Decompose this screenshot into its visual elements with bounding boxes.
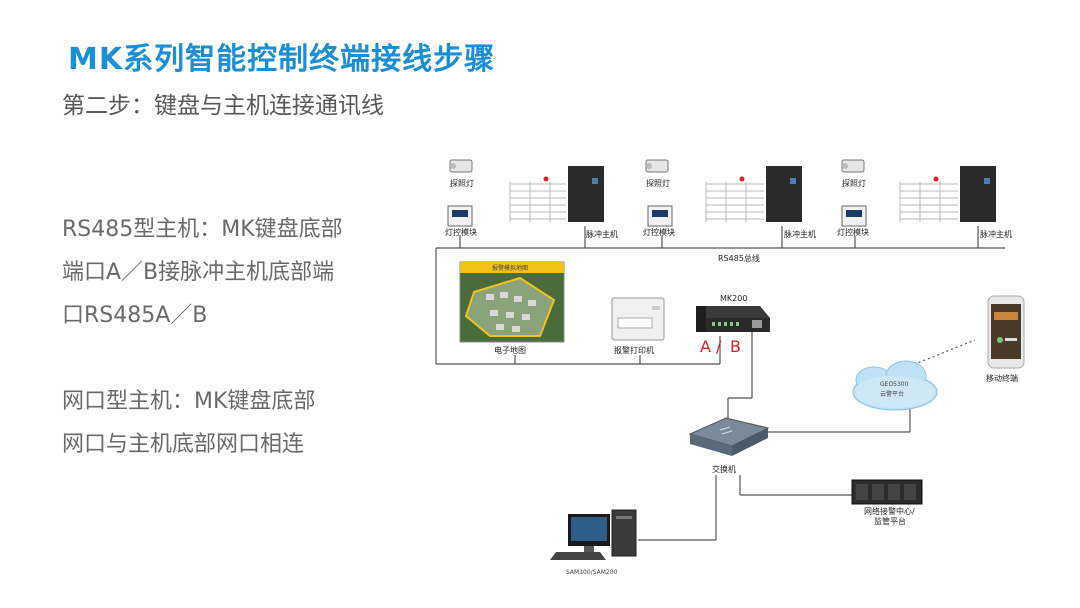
pulse-host-1 [568, 166, 604, 222]
lamp-module-label-1: 灯控模块 [445, 227, 477, 237]
port-a-label: A [700, 337, 711, 356]
field-unit-2: 探照灯 灯控模块 脉冲主机 [643, 159, 816, 239]
connection-lines [435, 226, 1005, 541]
page-title: MK系列智能控制终端接线步骤 [68, 42, 496, 77]
lamp-module-label-2: 灯控模块 [643, 227, 675, 237]
cloud-label-1: GEO5300 [880, 381, 909, 388]
network-switch [688, 417, 770, 456]
pulse-fence-3 [899, 182, 958, 222]
mobile-wireless-link [899, 339, 976, 371]
pulse-host-2 [766, 166, 802, 222]
switch-label: 交换机 [712, 464, 736, 474]
lamp-control-module-1 [447, 205, 473, 227]
center-label-2: 监管平台 [874, 516, 906, 526]
searchlight-1 [449, 159, 473, 173]
rs485-description: RS485型主机：MK键盘底部 端口A／B接脉冲主机底部端 口RS485A／B [62, 208, 343, 337]
searchlight-label-1: 探照灯 [450, 178, 474, 188]
printer-label: 报警打印机 [614, 345, 654, 355]
network-line-1: 网口型主机：MK键盘底部 [62, 389, 316, 414]
pulse-host-3 [960, 166, 996, 222]
cloud-label-2: 云警平台 [880, 390, 904, 398]
mobile-label: 移动终端 [986, 373, 1018, 383]
mk200-keyboard [696, 306, 770, 332]
network-line-2: 网口与主机底部网口相连 [62, 432, 305, 457]
rs485-line-2: 端口A／B接脉冲主机底部端 [62, 260, 335, 285]
lamp-module-label-3: 灯控模块 [837, 227, 869, 237]
searchlight-label-2: 探照灯 [646, 178, 670, 188]
port-b-label: B [730, 337, 741, 356]
page-subtitle: 第二步：键盘与主机连接通讯线 [62, 93, 384, 119]
pulse-host-label-1: 脉冲主机 [586, 229, 618, 239]
mobile-terminal [987, 295, 1025, 369]
management-pc [550, 509, 637, 560]
pc-label: SAM100/SAM200 [566, 569, 618, 576]
searchlight-label-3: 探照灯 [842, 178, 866, 188]
network-description: 网口型主机：MK键盘底部 网口与主机底部网口相连 [62, 380, 315, 466]
rs485-line-1: RS485型主机：MK键盘底部 [62, 217, 343, 242]
rs485-bus-label: RS485总线 [718, 253, 760, 263]
pulse-fence-1 [509, 182, 566, 222]
port-separator: / [716, 337, 722, 356]
map-label: 电子地图 [494, 345, 526, 355]
field-unit-3: 探照灯 灯控模块 脉冲主机 [837, 159, 1012, 239]
pulse-host-label-3: 脉冲主机 [980, 229, 1012, 239]
lamp-control-module-2 [647, 205, 673, 227]
lamp-control-module-3 [841, 205, 867, 227]
field-unit-1: 探照灯 灯控模块 脉冲主机 [445, 159, 618, 239]
alarm-printer [611, 297, 665, 341]
pulse-host-label-2: 脉冲主机 [784, 229, 816, 239]
keyboard-label: MK200 [720, 294, 747, 303]
electronic-map [459, 261, 565, 343]
pulse-fence-2 [705, 182, 764, 222]
rs485-line-3: 口RS485A／B [62, 303, 208, 328]
searchlight-2 [645, 159, 669, 173]
map-screen-title: 报警模拟地图 [492, 264, 528, 272]
center-label-1: 网络接警中心/ [864, 506, 915, 516]
cloud-platform [852, 360, 938, 411]
searchlight-3 [841, 159, 865, 173]
alarm-center-server [851, 479, 923, 505]
